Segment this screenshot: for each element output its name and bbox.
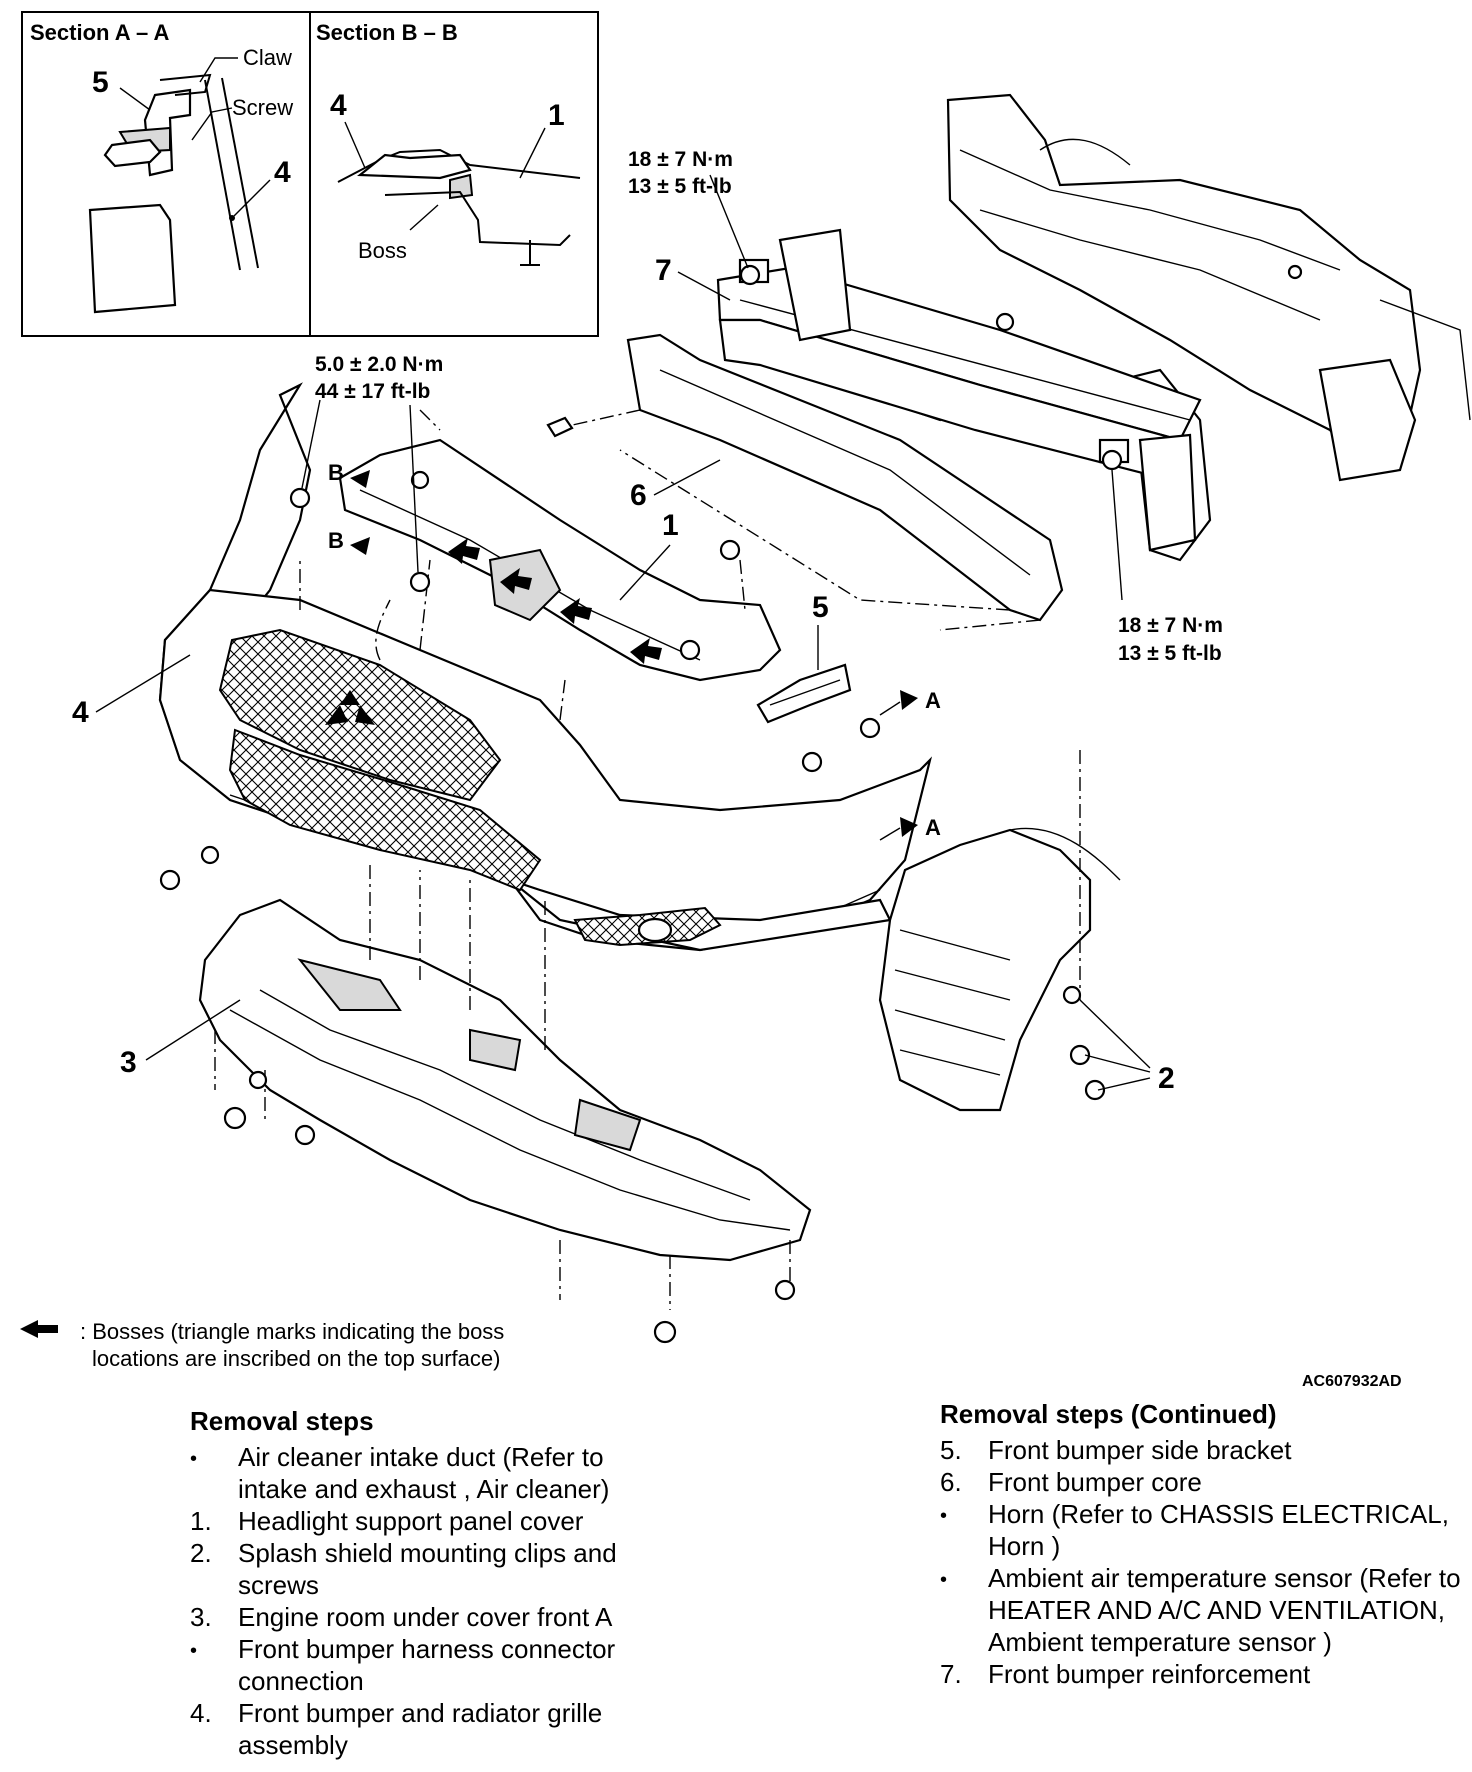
step-item: 1.Headlight support panel cover: [190, 1506, 584, 1536]
bumper-core: [546, 333, 1064, 631]
boss-arrow-icon: [18, 1318, 80, 1372]
under-cover-fasteners: [159, 845, 796, 1344]
core-clip: [546, 416, 574, 438]
torque-bolt-lower: [1101, 449, 1123, 601]
splash-shield: [878, 750, 1121, 1112]
section-a-arrow: [900, 817, 918, 837]
boss-arrow: [448, 538, 480, 564]
torque-bumper-nm: 5.0 ± 2.0 N·m: [315, 353, 443, 376]
torque-bolt-upper: [709, 174, 761, 286]
step-item: •Air cleaner intake duct (Refer to intak…: [190, 1442, 610, 1504]
boss-legend: : Bosses (triangle marks indicating the …: [18, 1318, 504, 1372]
claw-label: Claw: [243, 45, 292, 70]
bumper-reinforcement: [716, 228, 1202, 552]
step-item: 4.Front bumper and radiator grille assem…: [190, 1698, 603, 1760]
callout-b-lower: B: [328, 528, 344, 553]
boss-arrow: [560, 598, 592, 624]
torque-upper-ftlb: 13 ± 5 ft-lb: [628, 175, 732, 198]
section-bb-drawing: 4 1 Boss: [330, 89, 581, 266]
step-item: 3.Engine room under cover front A: [190, 1602, 613, 1632]
step-item: •Horn (Refer to CHASSIS ELECTRICAL, Horn…: [940, 1499, 1449, 1561]
step-item: 7.Front bumper reinforcement: [940, 1659, 1311, 1689]
section-aa-drawing: Claw Screw 5 4: [88, 45, 293, 314]
figure-code: AC607932AD: [1302, 1373, 1402, 1390]
front-bumper-side-bracket: [756, 625, 881, 773]
upper-fasteners: [289, 399, 741, 593]
callout-4: 4: [72, 696, 89, 729]
torque-bumper-ftlb: 44 ± 17 ft-lb: [315, 380, 430, 403]
callout-3: 3: [120, 1046, 137, 1079]
callout-labels: 7 6 1 5 4 3 2 B B A A: [72, 254, 1175, 1095]
section-bb-callout-1: 1: [548, 99, 565, 132]
step-item: 2.Splash shield mounting clips and screw…: [190, 1538, 617, 1600]
emblem-icon: [325, 690, 375, 725]
torque-lower-nm: 18 ± 7 N·m: [1118, 614, 1223, 637]
step-item: 5.Front bumper side bracket: [940, 1435, 1292, 1465]
section-inset: Section A – A Section B – B Claw Screw 5…: [21, 11, 599, 337]
legend-line-2: locations are inscribed on the top surfa…: [92, 1346, 501, 1371]
torque-upper-nm: 18 ± 7 N·m: [628, 148, 733, 171]
torque-labels: 18 ± 7 N·m 13 ± 5 ft-lb 5.0 ± 2.0 N·m 44…: [315, 148, 1223, 665]
callout-a-upper: A: [925, 688, 941, 713]
section-a-arrow: [900, 690, 918, 710]
step-item: 6.Front bumper core: [940, 1467, 1202, 1497]
callout-7: 7: [655, 254, 672, 287]
removal-steps-continued-title: Removal steps (Continued): [940, 1399, 1277, 1429]
callout-6: 6: [630, 479, 647, 512]
callout-2: 2: [1158, 1062, 1175, 1095]
boss-arrow: [500, 568, 532, 594]
boss-arrow: [630, 638, 662, 664]
front-bumper-assembly: [158, 382, 933, 952]
headlight-panel-cover: [338, 409, 782, 682]
removal-steps-title: Removal steps: [190, 1406, 374, 1436]
section-b-arrow: [350, 537, 370, 555]
engine-under-cover: [198, 860, 812, 1310]
legend-line-1: : Bosses (triangle marks indicating the …: [80, 1319, 505, 1344]
section-aa-callout-4: 4: [274, 156, 291, 189]
fog-lamp: [637, 917, 673, 943]
callout-b-upper: B: [328, 460, 344, 485]
screw-label: Screw: [232, 95, 293, 120]
section-aa-callout-5: 5: [92, 66, 109, 99]
section-bb-title: Section B – B: [316, 20, 458, 45]
callout-1: 1: [662, 509, 679, 542]
step-item: •Front bumper harness connector connecti…: [190, 1634, 616, 1696]
torque-lower-ftlb: 13 ± 5 ft-lb: [1118, 642, 1222, 665]
section-aa-title: Section A – A: [30, 20, 169, 45]
callout-a-lower: A: [925, 815, 941, 840]
step-item: •Ambient air temperature sensor (Refer t…: [940, 1563, 1461, 1657]
callout-5: 5: [812, 591, 829, 624]
boss-label: Boss: [358, 238, 407, 263]
removal-steps: Removal steps •Air cleaner intake duct (…: [190, 1405, 660, 1761]
section-bb-callout-4: 4: [330, 89, 347, 122]
section-b-arrow: [350, 470, 370, 488]
removal-steps-continued: Removal steps (Continued) 5.Front bumper…: [940, 1398, 1465, 1690]
lower-grille: [228, 728, 542, 892]
